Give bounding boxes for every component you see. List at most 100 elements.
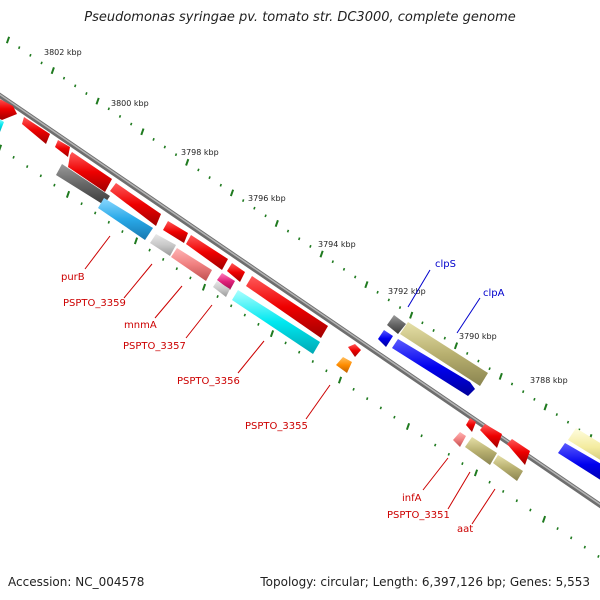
scale-minor-tick [376,290,379,294]
scale-minor-tick [118,114,122,118]
kbp-label-3798: 3798 kbp [181,148,219,157]
inner-track-minor-tick [529,508,532,512]
inner-track-minor-tick [243,313,246,317]
gene-label-clpA: clpA [483,288,505,299]
inner-track-minor-tick [583,545,586,549]
inner-track-minor-tick [515,499,518,503]
scale-minor-tick [466,351,469,355]
scale-minor-tick [286,229,290,233]
gene-arrow [213,281,230,297]
inner-track-minor-tick [94,211,97,215]
topology-text: Topology: circular; Length: 6,397,126 bp… [260,575,590,589]
inner-track-minor-tick [298,350,301,354]
scale-minor-tick [29,53,32,57]
inner-track-minor-tick [107,220,110,224]
scale-minor-tick [62,76,66,80]
inner-track-major-tick [65,190,71,198]
scale-major-tick [5,36,11,44]
gene-features-left [0,99,361,373]
gene-arrow [480,424,502,448]
gene-arrow [232,290,320,354]
gene-arrow [348,344,361,357]
scale-major-tick [95,97,100,105]
gene-label-PSPTO_3359: PSPTO_3359 [63,298,126,309]
inner-track-minor-tick [420,434,423,438]
gene-label-PSPTO_3356: PSPTO_3356 [177,376,240,387]
gene-label-infA: infA [402,493,422,504]
scale-minor-tick [197,168,200,172]
scale-major-tick [319,250,324,258]
scale-major-tick [543,403,548,411]
inner-track-minor-tick [216,295,219,298]
kbp-label-3788: 3788 kbp [530,376,568,385]
kbp-label-3796: 3796 kbp [248,194,286,203]
gene-arrow [150,234,176,256]
gene-label-PSPTO_3355: PSPTO_3355 [245,421,308,432]
gene-arrow [55,140,70,157]
inner-track-minor-tick [257,322,260,326]
gene-arrow [400,322,488,386]
scale-major-tick [274,219,279,227]
scale-minor-tick [477,359,480,363]
scale-minor-tick [432,329,435,332]
inner-track-major-tick [405,422,411,431]
inner-track-minor-tick [162,257,165,261]
gene-label-clpS: clpS [435,259,456,270]
inner-track-major-tick [0,144,3,152]
scale-minor-tick [421,321,424,325]
inner-track-minor-tick [379,406,382,410]
scale-minor-tick [253,206,256,210]
inner-track-minor-tick [230,304,233,308]
gene-arrow [110,183,161,226]
gene-arrow [558,443,600,480]
gene-features-right [378,315,600,481]
inner-track-minor-tick [189,276,192,280]
gene-label-mnmA: mnmA [124,320,157,331]
gene-arrow [387,315,406,334]
gene-arrow [507,439,530,465]
gene-arrow [453,432,466,447]
kbp-labels: 3802 kbp 3800 kbp 3798 kbp 3796 kbp 3794… [44,48,568,385]
inner-track-minor-tick [461,462,464,466]
gene-arrow [336,357,352,373]
scale-minor-tick [398,306,402,310]
scale-minor-tick [40,61,43,65]
scale-major-tick [364,281,369,289]
kbp-label-3790: 3790 kbp [459,332,497,341]
scale-major-tick [185,158,190,166]
scale-major-tick [50,67,55,75]
scale-minor-tick [219,183,222,187]
scale-minor-tick [354,275,357,279]
gene-arrow [0,119,4,132]
scale-minor-tick [309,244,312,248]
inner-track-minor-tick [502,489,505,493]
kbp-label-3800: 3800 kbp [111,99,149,108]
inner-track-minor-tick [325,369,328,373]
scale-minor-tick [522,390,525,394]
gene-label-purB: purB [61,272,85,283]
scale-track [5,36,593,442]
scale-minor-tick [533,397,536,401]
scale-minor-tick [163,145,166,149]
inner-track-major-tick [201,283,207,291]
inner-track-minor-tick [597,554,600,558]
gene-arrow [465,437,497,465]
scale-minor-tick [264,214,267,218]
scale-minor-tick [510,382,514,386]
inner-track-minor-tick [434,443,437,447]
gene-arrow [378,330,393,347]
scale-minor-tick [85,92,88,95]
inner-track-minor-tick [352,387,355,391]
genome-backbone [0,92,600,509]
gene-arrow [56,164,110,205]
scale-minor-tick [174,153,178,157]
gene-label-PSPTO_3351: PSPTO_3351 [387,510,450,521]
kbp-label-3792: 3792 kbp [388,287,426,296]
inner-track-minor-tick [556,527,559,531]
kbp-label-3802: 3802 kbp [44,48,82,57]
gene-arrow [163,221,188,243]
scale-minor-tick [555,413,558,417]
inner-track-minor-tick [570,536,573,540]
kbp-label-3794: 3794 kbp [318,240,356,249]
